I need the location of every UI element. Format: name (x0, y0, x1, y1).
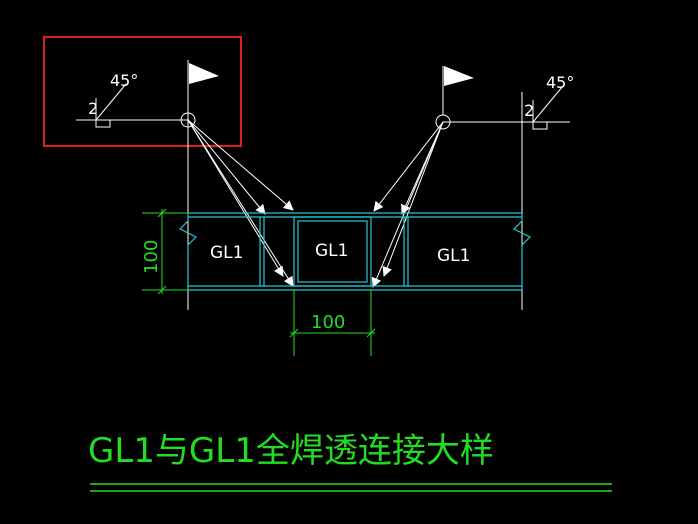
right-leader-arrows (371, 121, 444, 288)
gap-dimension (289, 290, 376, 356)
highlight-box (43, 36, 242, 147)
right-weld-symbol (435, 66, 570, 310)
beam-geometry (178, 212, 532, 291)
drawing-title: GL1与GL1全焊透连接大样 (88, 431, 494, 471)
gap-dimension-label: 100 (311, 312, 345, 333)
left-weld-size: 2 (88, 99, 98, 118)
beam-right-label: GL1 (437, 246, 470, 266)
height-dimension-label: 100 (141, 240, 162, 274)
height-dimension (142, 208, 190, 295)
right-weld-angle: 45° (546, 73, 574, 92)
left-weld-angle: 45° (110, 71, 138, 90)
beam-center-label: GL1 (315, 241, 348, 261)
left-leader-arrows (187, 119, 294, 287)
beam-left-label: GL1 (210, 243, 243, 263)
right-weld-size: 2 (524, 101, 534, 120)
title-underline (90, 483, 612, 492)
